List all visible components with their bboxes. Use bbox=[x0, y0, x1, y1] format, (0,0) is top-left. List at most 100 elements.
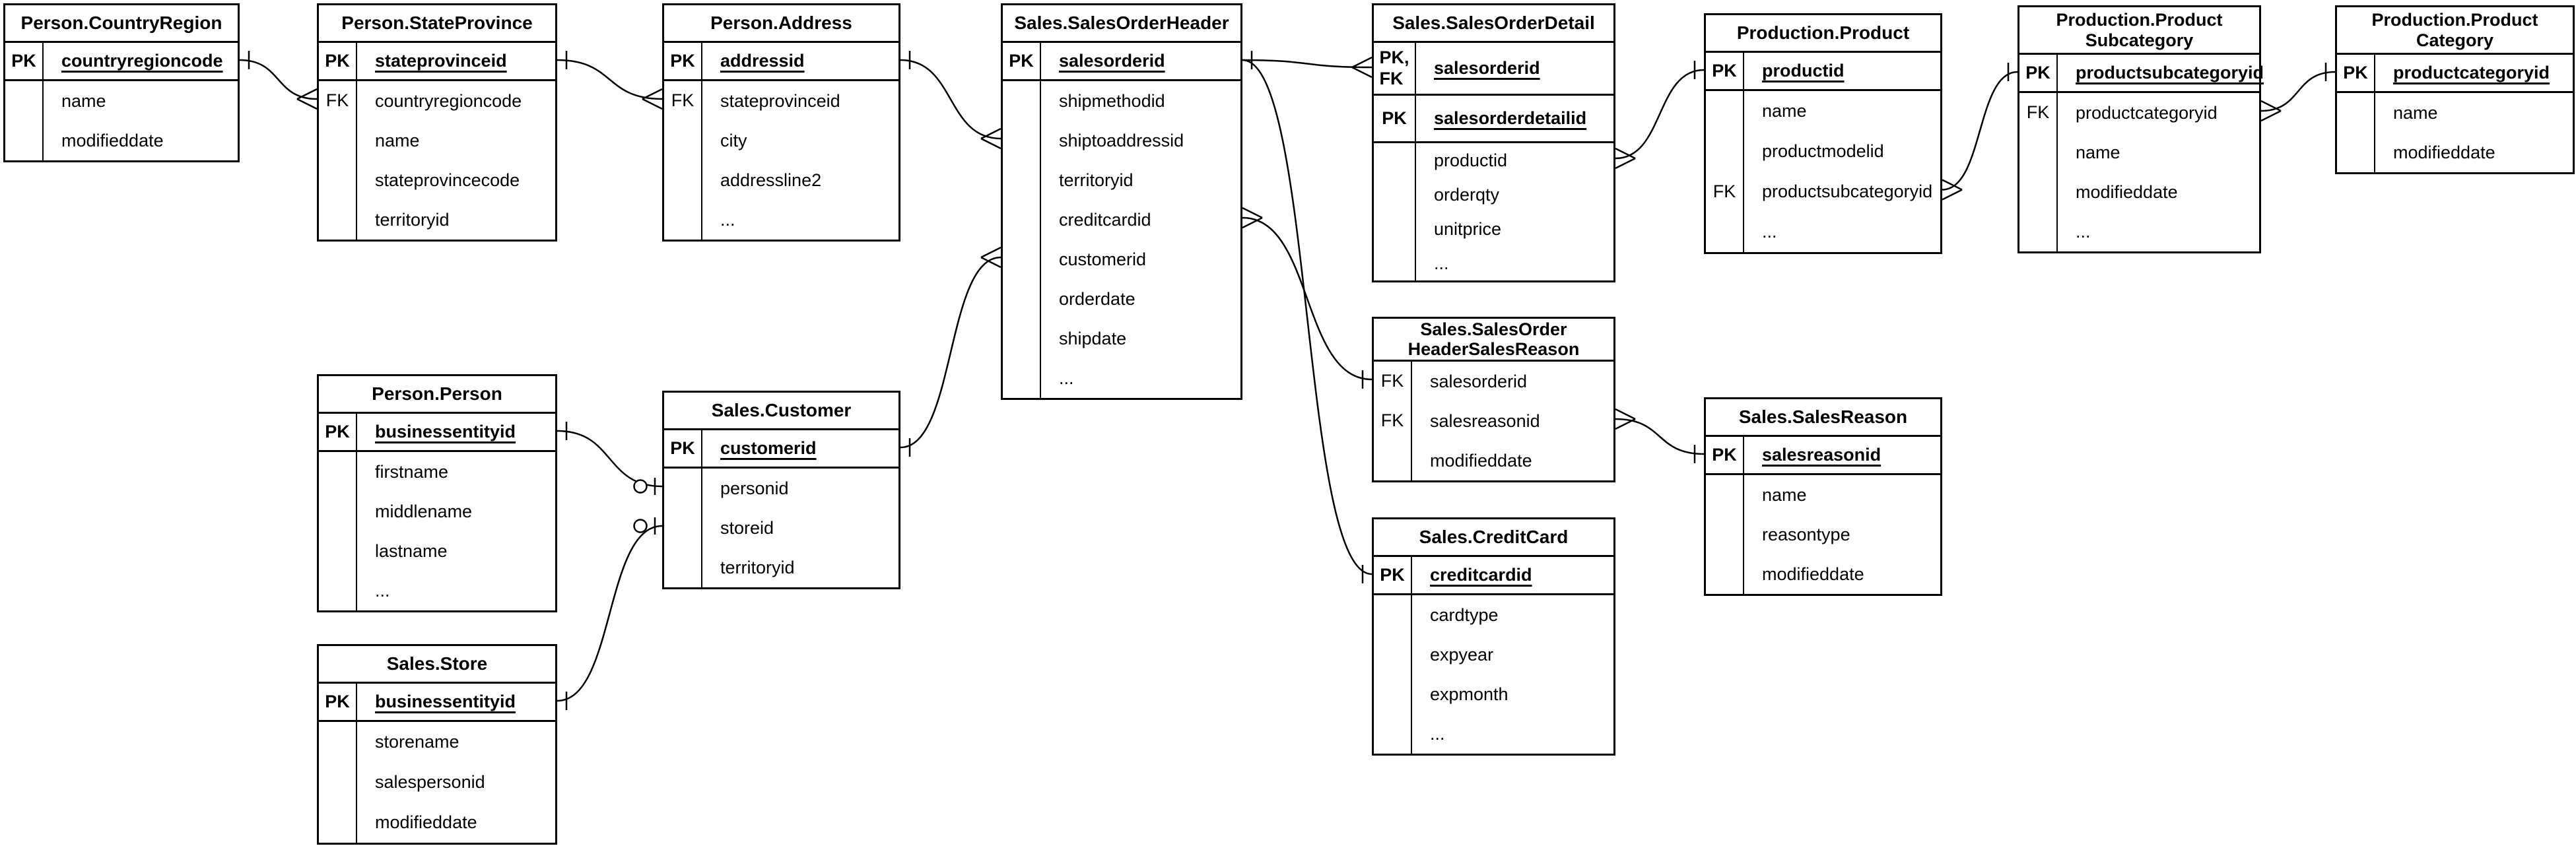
field-name: modifieddate bbox=[61, 130, 164, 150]
table-row: ... bbox=[319, 571, 555, 610]
key-spacer bbox=[1374, 714, 1412, 754]
table-title: Sales.Customer bbox=[664, 393, 898, 430]
key-spacer bbox=[319, 160, 357, 200]
key-spacer bbox=[1374, 595, 1412, 635]
key-spacer bbox=[1374, 143, 1416, 178]
key-spacer bbox=[2337, 93, 2375, 133]
field-name: orderdate bbox=[1059, 288, 1135, 309]
table-title: Production.Product bbox=[1706, 15, 1940, 53]
key-label: PK bbox=[2337, 55, 2375, 91]
field-name: stateprovinceid bbox=[720, 90, 840, 111]
field-name: firstname bbox=[375, 461, 449, 482]
table-title: Person.CountryRegion bbox=[5, 5, 238, 43]
key-spacer bbox=[1706, 131, 1744, 172]
key-spacer bbox=[319, 571, 357, 610]
field-name: ... bbox=[720, 209, 735, 230]
field-name: creditcardid bbox=[1430, 565, 1532, 585]
cardinality-many-crowfoot bbox=[1242, 207, 1263, 229]
table-row: ... bbox=[1706, 212, 1940, 252]
key-spacer bbox=[1706, 554, 1744, 594]
key-label: FK bbox=[319, 81, 357, 121]
table-title: Sales.SalesReason bbox=[1706, 399, 1940, 437]
field-name: expyear bbox=[1430, 644, 1494, 665]
key-spacer bbox=[664, 548, 702, 587]
relationship-address-to-salesorderheader bbox=[900, 59, 1001, 140]
cardinality-many-crowfoot bbox=[642, 88, 663, 110]
field-name: storeid bbox=[720, 517, 774, 538]
table-row: reasontype bbox=[1706, 515, 1940, 554]
cardinality-many-crowfoot bbox=[1942, 179, 1963, 201]
table-row: modifieddate bbox=[319, 802, 555, 843]
key-spacer bbox=[1003, 279, 1041, 319]
key-spacer bbox=[319, 762, 357, 802]
field-name: cardtype bbox=[1430, 604, 1499, 625]
table-row: unitprice bbox=[1374, 212, 1613, 246]
table-row: modifieddate bbox=[5, 121, 238, 160]
table-row: PK productcategoryid bbox=[2337, 55, 2573, 93]
table-row: name bbox=[1706, 475, 1940, 515]
key-spacer bbox=[664, 508, 702, 548]
field-name: productcategoryid bbox=[2393, 63, 2550, 82]
key-label: FK bbox=[664, 81, 702, 121]
table-row: middlename bbox=[319, 492, 555, 531]
key-spacer bbox=[1003, 160, 1041, 200]
table-title: Person.Person bbox=[319, 376, 555, 414]
table-row: stateprovincecode bbox=[319, 160, 555, 200]
field-name: productcategoryid bbox=[2076, 102, 2218, 123]
field-name: productid bbox=[1434, 150, 1508, 170]
key-label: PK bbox=[1374, 96, 1416, 141]
key-spacer bbox=[664, 121, 702, 160]
table-row: modifieddate bbox=[1374, 441, 1613, 480]
table-row: creditcardid bbox=[1003, 200, 1240, 240]
field-name: ... bbox=[1430, 723, 1445, 744]
cardinality-many-crowfoot bbox=[296, 88, 318, 110]
table-row: city bbox=[664, 121, 898, 160]
table-row: shipdate bbox=[1003, 319, 1240, 358]
key-spacer bbox=[1003, 319, 1041, 358]
cardinality-many-crowfoot bbox=[1615, 408, 1636, 430]
table-row: name bbox=[1706, 91, 1940, 131]
field-name: productid bbox=[1762, 61, 1845, 81]
key-spacer bbox=[1706, 515, 1744, 554]
field-name: salesorderdetailid bbox=[1434, 108, 1587, 128]
field-name: ... bbox=[1059, 368, 1074, 388]
table-title: Sales.SalesOrderHeader bbox=[1003, 5, 1240, 43]
relationship-product-to-salesorderdetail bbox=[1615, 69, 1705, 160]
table-row: orderqty bbox=[1374, 178, 1613, 212]
key-label: PK,FK bbox=[1374, 43, 1416, 94]
field-name: name bbox=[61, 90, 106, 111]
field-name: businessentityid bbox=[375, 422, 516, 441]
field-name: addressid bbox=[720, 51, 805, 71]
relationship-person-to-customer bbox=[557, 430, 663, 488]
cardinality-many-crowfoot bbox=[980, 127, 1001, 150]
key-spacer bbox=[1706, 475, 1744, 515]
key-label: PK bbox=[319, 43, 357, 79]
key-spacer bbox=[1706, 212, 1744, 252]
table-row: ... bbox=[2019, 212, 2259, 251]
field-name: salespersonid bbox=[375, 772, 485, 792]
field-name: storename bbox=[375, 732, 459, 752]
field-name: orderqty bbox=[1434, 184, 1500, 205]
field-name: ... bbox=[1434, 253, 1449, 273]
